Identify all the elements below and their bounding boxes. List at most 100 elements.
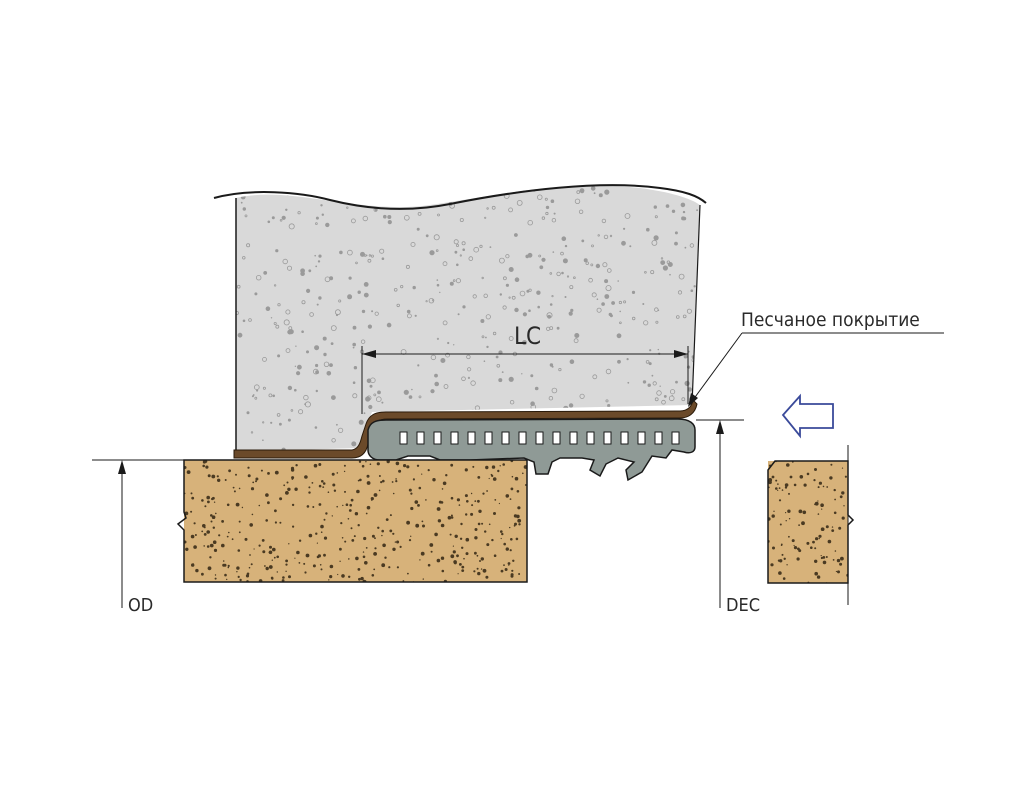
texture-speck: [840, 556, 844, 561]
texture-speck: [841, 491, 845, 495]
texture-speck: [836, 558, 841, 563]
coating-label: Песчаное покрытие: [741, 309, 920, 331]
texture-speck: [678, 273, 685, 280]
texture-speck: [436, 558, 441, 563]
texture-speck: [465, 552, 469, 556]
texture-speck: [834, 550, 837, 552]
texture-speck: [370, 254, 374, 258]
texture-speck: [255, 477, 259, 481]
texture-speck: [508, 296, 511, 299]
texture-speck: [514, 307, 519, 313]
texture-speck: [267, 501, 270, 505]
texture-speck: [514, 476, 519, 481]
texture-speck: [373, 393, 377, 397]
texture-speck: [222, 560, 225, 562]
texture-speck: [447, 341, 450, 345]
texture-speck: [285, 348, 291, 354]
texture-speck: [315, 363, 319, 368]
texture-speck: [271, 559, 273, 561]
texture-speck: [224, 479, 227, 481]
texture-speck: [476, 567, 479, 570]
texture-speck: [290, 330, 293, 333]
texture-speck: [558, 367, 562, 372]
texture-speck: [669, 389, 676, 395]
texture-speck: [352, 342, 357, 347]
texture-speck: [606, 268, 612, 273]
texture-speck: [548, 396, 554, 401]
texture-speck: [378, 489, 381, 492]
texture-speck: [374, 547, 377, 550]
texture-speck: [277, 354, 281, 358]
texture-speck: [799, 475, 804, 479]
texture-speck: [388, 566, 391, 569]
texture-speck: [771, 475, 775, 479]
texture-speck: [357, 568, 361, 571]
texture-speck: [246, 243, 251, 248]
texture-speck: [516, 514, 520, 519]
texture-speck: [653, 235, 659, 241]
texture-speck: [315, 216, 319, 220]
texture-speck: [285, 208, 288, 211]
texture-speck: [551, 217, 557, 223]
texture-speck: [564, 244, 568, 248]
texture-speck: [330, 342, 334, 345]
texture-speck: [466, 354, 471, 360]
texture-speck: [458, 504, 461, 506]
texture-speck: [693, 285, 696, 288]
profile-tooth: [518, 431, 527, 445]
texture-speck: [254, 292, 258, 296]
texture-speck: [839, 562, 843, 566]
lc-dimension: LC: [361, 322, 689, 414]
texture-speck: [655, 320, 659, 324]
texture-speck: [462, 305, 466, 309]
lc-label: LC: [514, 322, 541, 350]
texture-speck: [624, 213, 631, 219]
texture-speck: [781, 489, 784, 491]
texture-speck: [410, 535, 412, 537]
texture-speck: [396, 303, 400, 308]
texture-speck: [574, 333, 580, 338]
texture-speck: [778, 487, 781, 489]
texture-speck: [505, 283, 509, 287]
texture-speck: [626, 358, 629, 361]
texture-speck: [239, 578, 242, 582]
stone-left-body: [184, 460, 527, 582]
texture-speck: [491, 205, 496, 210]
texture-speck: [195, 568, 199, 573]
texture-speck: [286, 481, 289, 484]
texture-speck: [381, 529, 385, 533]
texture-speck: [455, 243, 459, 247]
dec-dimension: DEC: [696, 419, 849, 616]
texture-speck: [246, 411, 250, 415]
texture-speck: [207, 566, 212, 571]
texture-speck: [442, 481, 447, 486]
texture-speck: [271, 216, 275, 220]
coating-leader-diagonal: [689, 332, 743, 405]
texture-speck: [318, 463, 322, 466]
texture-speck: [421, 473, 423, 475]
texture-speck: [276, 413, 281, 417]
texture-speck: [498, 257, 505, 264]
texture-speck: [373, 568, 376, 571]
texture-speck: [814, 559, 818, 563]
texture-speck: [417, 211, 422, 216]
texture-speck: [841, 467, 844, 469]
texture-speck: [298, 365, 301, 367]
texture-speck: [627, 381, 630, 384]
texture-speck: [368, 254, 372, 257]
texture-speck: [671, 209, 676, 213]
texture-speck: [609, 234, 613, 238]
texture-speck: [556, 326, 560, 330]
texture-speck: [214, 574, 217, 576]
texture-speck: [290, 409, 294, 412]
texture-speck: [192, 563, 194, 565]
texture-speck: [403, 215, 410, 221]
texture-speck: [654, 397, 659, 402]
texture-speck: [312, 506, 315, 508]
texture-speck: [203, 545, 205, 547]
texture-speck: [353, 366, 358, 370]
texture-speck: [226, 535, 229, 538]
texture-speck: [537, 305, 540, 309]
texture-speck: [440, 358, 446, 363]
texture-speck: [320, 568, 323, 571]
